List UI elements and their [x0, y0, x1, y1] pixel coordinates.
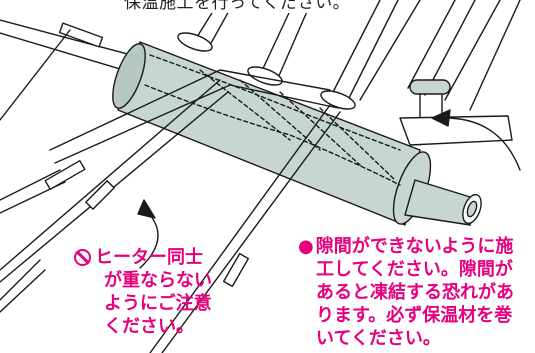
note-line-2: 工してください。隙間が — [316, 259, 513, 280]
warning-line-3: ようにご注意 — [104, 293, 212, 314]
riser-pipes — [399, 79, 513, 146]
heater-cables — [0, 22, 341, 353]
strap-lines — [191, 0, 521, 111]
note-line-5: いてください。 — [316, 328, 441, 349]
prohibition-icon — [74, 249, 91, 266]
warning-line-4: ください。 — [104, 316, 194, 337]
ring-clips — [177, 32, 356, 110]
heater-overlap-warning: ヒーター同士 が重ならない ようにご注意 ください。 — [74, 246, 212, 338]
top-caption: 保温施工を行ってください。 — [120, 0, 355, 13]
insulation-cover — [112, 41, 432, 226]
note-line-4: ります。必ず保温材を巻 — [316, 305, 513, 326]
arrow-right — [431, 109, 521, 171]
arrow-left — [137, 199, 159, 269]
bullet-dot: ● — [298, 236, 314, 257]
note-line-3: あると凍結する恐れがあ — [316, 282, 514, 303]
warning-line-2: が重ならない — [104, 270, 212, 291]
gap-insulation-note: ●隙間ができないように施 工してください。隙間が あると凍結する恐れがあ ります… — [298, 235, 514, 350]
pipe-left — [0, 19, 151, 76]
pipe-end — [404, 179, 482, 226]
note-line-1: 隙間ができないように施 — [315, 236, 514, 257]
warning-line-1: ヒーター同士 — [95, 247, 203, 268]
